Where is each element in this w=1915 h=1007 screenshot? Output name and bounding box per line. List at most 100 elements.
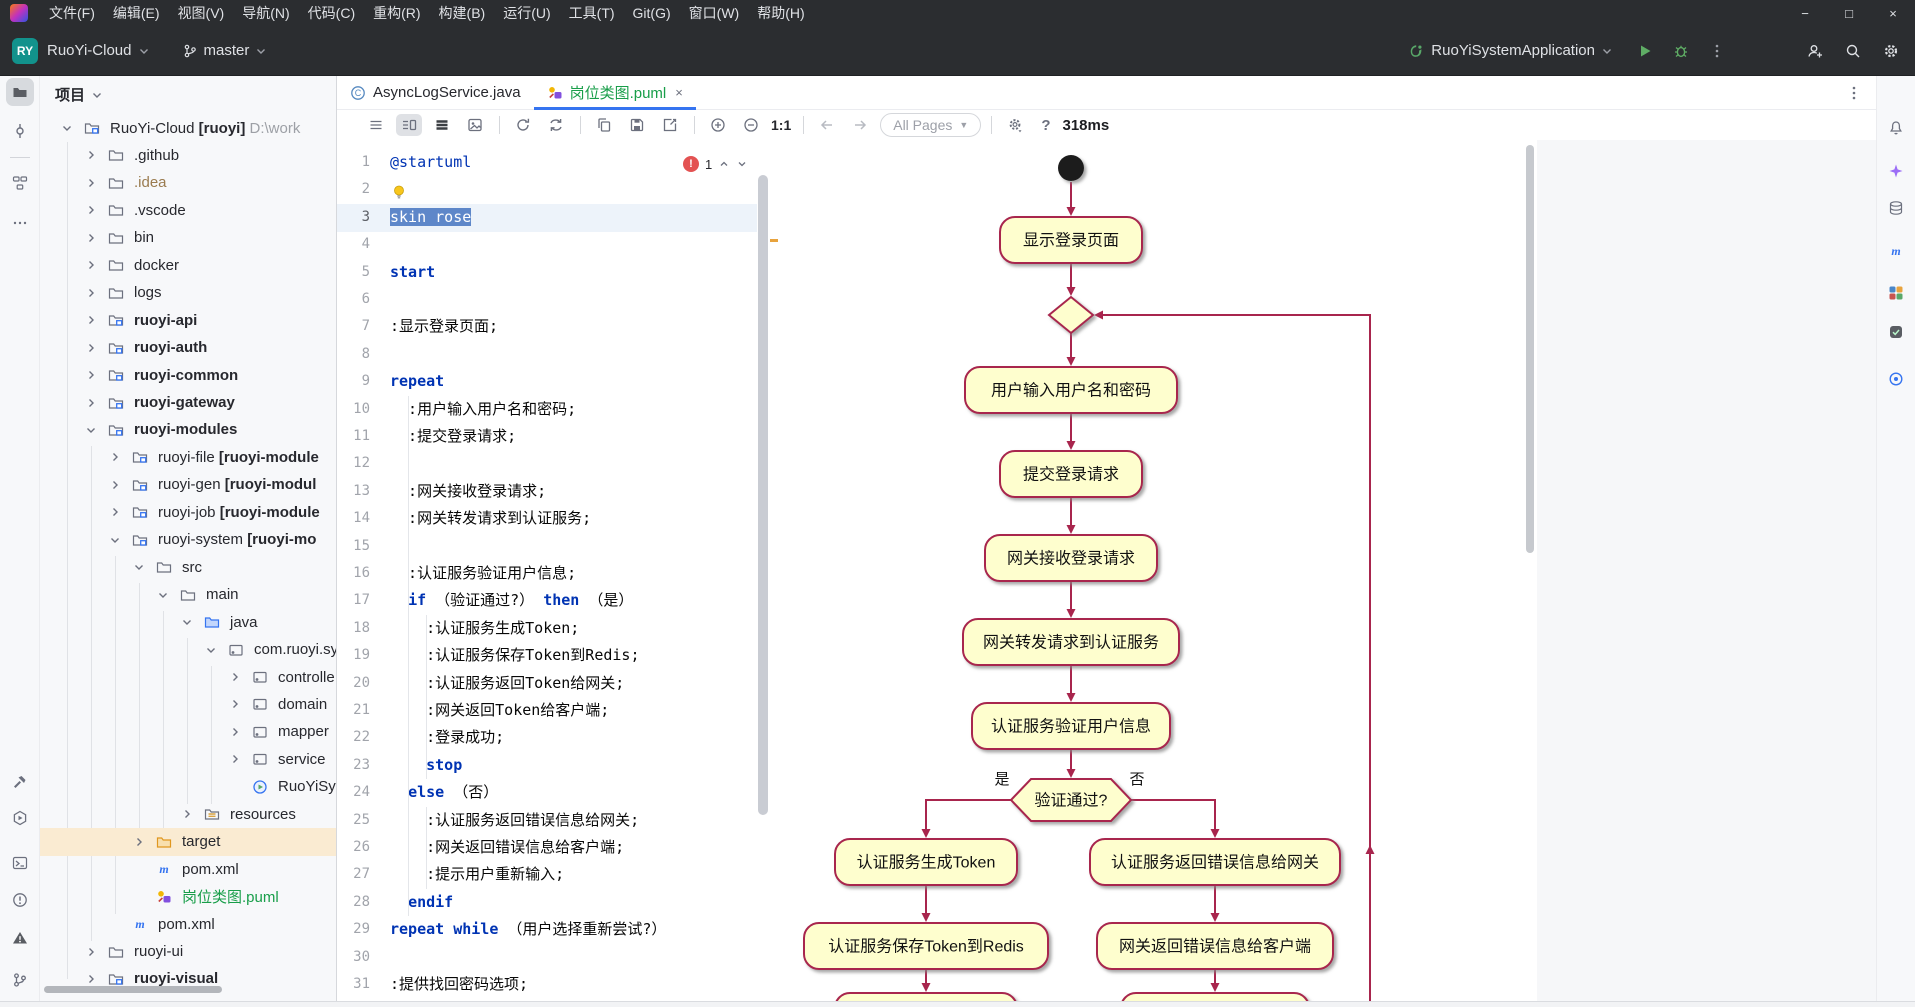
code-line-20[interactable]: 20 :认证服务返回Token给网关; <box>337 670 778 698</box>
chevron-collapsed-icon[interactable] <box>83 257 99 273</box>
tree-row-ruoyi-visual[interactable]: ruoyi-visual <box>40 965 336 993</box>
chevron-collapsed-icon[interactable] <box>83 340 99 356</box>
code-line-27[interactable]: 27 :提示用户重新输入; <box>337 861 778 889</box>
chevron-collapsed-icon[interactable] <box>83 230 99 246</box>
pages-dropdown[interactable]: All Pages ▼ <box>880 113 982 137</box>
warnings-tool-icon[interactable] <box>6 924 34 952</box>
zoom-out-icon[interactable] <box>738 114 764 136</box>
tree-row-target[interactable]: target <box>40 827 336 856</box>
settings-button[interactable] <box>1877 37 1905 65</box>
more-actions-button[interactable] <box>1703 37 1731 65</box>
menu-item-4[interactable]: 代码(C) <box>307 5 356 21</box>
tree-row-.puml[interactable]: 岗位类图.puml <box>40 883 336 911</box>
tree-row-controlle[interactable]: controlle <box>40 663 336 691</box>
debug-button[interactable] <box>1667 37 1695 65</box>
tree-row-java[interactable]: java <box>40 608 336 636</box>
chevron-collapsed-icon[interactable] <box>83 395 99 411</box>
actual-zoom-button[interactable]: 1:1 <box>771 117 792 133</box>
chevron-collapsed-icon[interactable] <box>83 202 99 218</box>
search-everywhere-button[interactable] <box>1839 37 1867 65</box>
gradle-icon[interactable] <box>1882 279 1910 307</box>
chevron-collapsed-icon[interactable] <box>227 696 243 712</box>
chevron-collapsed-icon[interactable] <box>83 312 99 328</box>
inspection-widget[interactable]: ! 1 <box>683 156 748 172</box>
tree-row-resources[interactable]: resources <box>40 800 336 828</box>
tree-row-.vscode[interactable]: .vscode <box>40 196 336 224</box>
code-line-23[interactable]: 23 stop <box>337 752 778 780</box>
code-line-19[interactable]: 19 :认证服务保存Token到Redis; <box>337 642 778 670</box>
tree-row-ruoyi-ui[interactable]: ruoyi-ui <box>40 938 336 966</box>
forward-icon[interactable] <box>847 114 873 136</box>
code-line-10[interactable]: 10 :用户输入用户名和密码; <box>337 396 778 424</box>
tree-row-com.ruoyi.sy[interactable]: com.ruoyi.sy <box>40 636 336 664</box>
menu-item-6[interactable]: 构建(B) <box>438 5 486 21</box>
menu-item-0[interactable]: 文件(F) <box>49 5 95 21</box>
tree-row-src[interactable]: src <box>40 553 336 581</box>
database-icon[interactable] <box>1882 194 1910 222</box>
menu-item-7[interactable]: 运行(U) <box>503 5 551 21</box>
code-line-28[interactable]: 28 endif <box>337 889 778 917</box>
tree-row-ruoyi-common[interactable]: ruoyi-common <box>40 361 336 389</box>
chevron-expanded-icon[interactable] <box>59 120 75 136</box>
chevron-collapsed-icon[interactable] <box>131 834 147 850</box>
minimize-button[interactable]: − <box>1801 5 1809 21</box>
intention-bulb-icon[interactable] <box>391 184 407 200</box>
tree-row-RuoYiSys[interactable]: RuoYiSys <box>40 773 336 801</box>
tree-row-main[interactable]: main <box>40 581 336 609</box>
chevron-collapsed-icon[interactable] <box>227 751 243 767</box>
tree-row-bin[interactable]: bin <box>40 224 336 252</box>
panel-splitter[interactable] <box>336 76 337 1001</box>
menu-item-5[interactable]: 重构(R) <box>373 5 421 21</box>
code-line-8[interactable]: 8 <box>337 341 778 369</box>
tree-row-ruoyi-gateway[interactable]: ruoyi-gateway <box>40 389 336 417</box>
tree-row-ruoyi-gen[interactable]: ruoyi-gen [ruoyi-modul <box>40 471 336 499</box>
chevron-collapsed-icon[interactable] <box>83 971 99 987</box>
code-line-11[interactable]: 11 :提交登录请求; <box>337 423 778 451</box>
tree-row-.github[interactable]: .github <box>40 141 336 169</box>
chevron-collapsed-icon[interactable] <box>227 724 243 740</box>
auto-refresh-icon[interactable] <box>543 114 569 136</box>
tree-row-RuoYi-Cloud[interactable]: RuoYi-Cloud [ruoyi] D:\work <box>40 114 336 142</box>
menu-item-8[interactable]: 工具(T) <box>568 5 615 21</box>
code-line-22[interactable]: 22 :登录成功; <box>337 724 778 752</box>
view-preview-only-button[interactable] <box>429 114 455 136</box>
terminal-tool-icon[interactable] <box>6 849 34 877</box>
git-tool-icon[interactable] <box>6 966 34 994</box>
diagram-settings-icon[interactable] <box>1002 114 1028 136</box>
save-diagram-icon[interactable] <box>624 114 650 136</box>
tree-row-ruoyi-job[interactable]: ruoyi-job [ruoyi-module <box>40 498 336 526</box>
view-source-only-button[interactable] <box>363 114 389 136</box>
project-avatar[interactable]: RY <box>12 37 38 64</box>
code-line-25[interactable]: 25 :认证服务返回错误信息给网关; <box>337 807 778 835</box>
chevron-collapsed-icon[interactable] <box>107 504 123 520</box>
code-line-7[interactable]: 7:显示登录页面; <box>337 313 778 341</box>
view-split-button[interactable] <box>396 114 422 136</box>
chevron-collapsed-icon[interactable] <box>227 669 243 685</box>
menu-item-9[interactable]: Git(G) <box>632 5 671 21</box>
services-tool-icon[interactable] <box>6 804 34 832</box>
run-button[interactable] <box>1631 37 1659 65</box>
code-line-18[interactable]: 18 :认证服务生成Token; <box>337 615 778 643</box>
build-tool-icon[interactable] <box>6 768 34 796</box>
menu-item-11[interactable]: 帮助(H) <box>757 5 805 21</box>
maximize-button[interactable]: □ <box>1845 5 1853 21</box>
tree-row-ruoyi-system[interactable]: ruoyi-system [ruoyi-mo <box>40 526 336 554</box>
code-line-2[interactable]: 2 <box>337 176 778 204</box>
code-line-26[interactable]: 26 :网关返回错误信息给客户端; <box>337 834 778 862</box>
tab-puml[interactable]: 岗位类图.puml × <box>533 76 697 110</box>
tree-row-ruoyi-file[interactable]: ruoyi-file [ruoyi-module <box>40 443 336 471</box>
tree-row-.idea[interactable]: .idea <box>40 169 336 197</box>
structure-tool-icon[interactable] <box>6 169 34 197</box>
chevron-expanded-icon[interactable] <box>83 422 99 438</box>
endpoints-icon[interactable] <box>1882 365 1910 393</box>
ai-assistant-icon[interactable] <box>1882 157 1910 185</box>
tree-row-ruoyi-auth[interactable]: ruoyi-auth <box>40 334 336 362</box>
commit-tool-icon[interactable] <box>6 117 34 145</box>
chevron-collapsed-icon[interactable] <box>179 806 195 822</box>
